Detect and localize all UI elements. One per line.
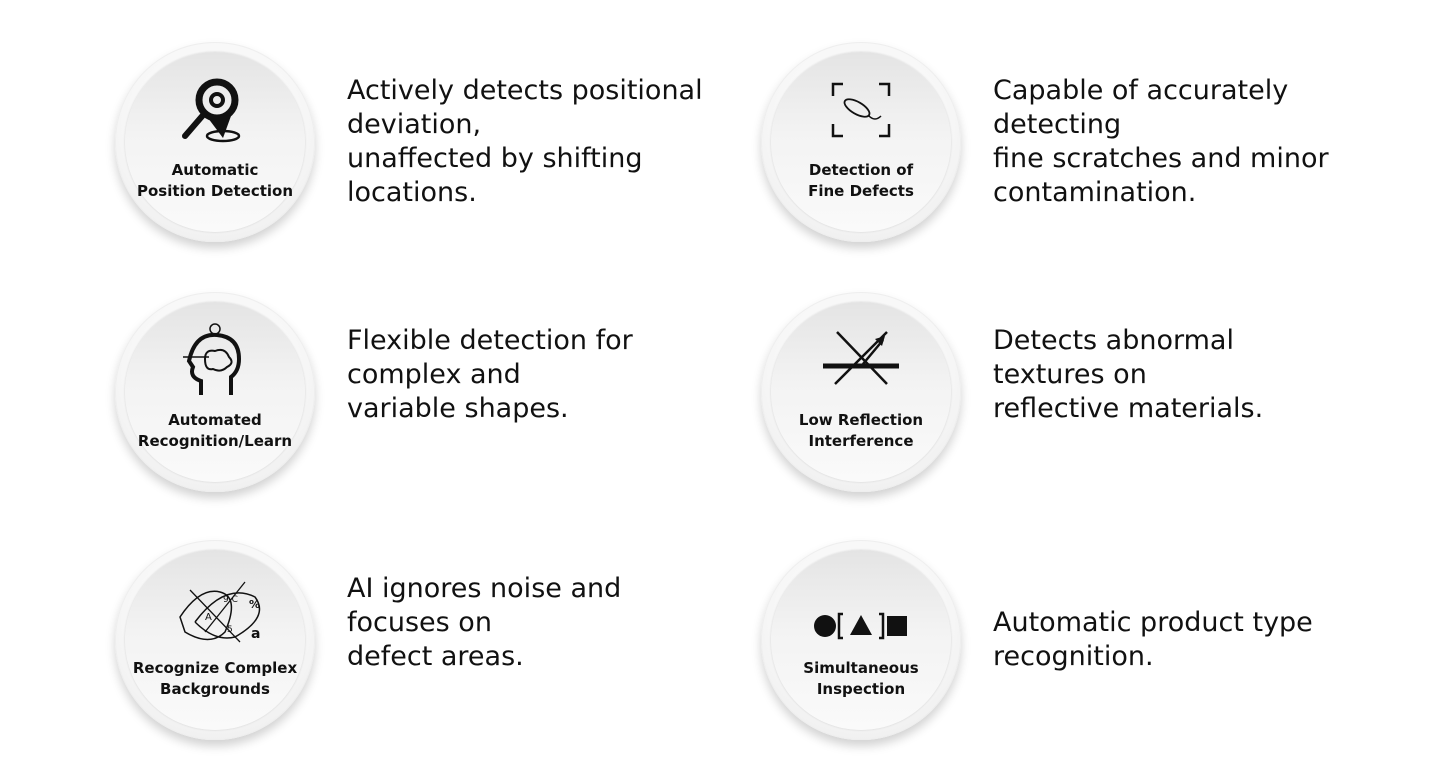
feature-description: Capable of accurately detecting fine scr… [993, 75, 1329, 208]
feature-description: AI ignores noise and focuses on defect a… [347, 573, 622, 672]
svg-text:A: A [205, 612, 212, 623]
shapes-icon [814, 612, 907, 640]
bacteria-scan-icon [831, 82, 891, 138]
location-search-icon [182, 78, 241, 143]
svg-text:%: % [249, 598, 260, 611]
feature-description: Detects abnormal textures on reflective … [993, 325, 1264, 424]
scribble-background-icon: A 9 C % a 5 [179, 581, 260, 643]
feature-description: Actively detects positional deviation, u… [347, 75, 703, 208]
svg-text:a: a [251, 626, 260, 642]
svg-text:5: 5 [227, 625, 233, 635]
head-brain-icon [183, 323, 242, 395]
svg-text:9 C: 9 C [223, 595, 238, 605]
feature-description: Flexible detection for complex and varia… [347, 325, 633, 424]
feature-description: Automatic product type recognition. [993, 607, 1313, 672]
reflection-icon [823, 331, 899, 385]
